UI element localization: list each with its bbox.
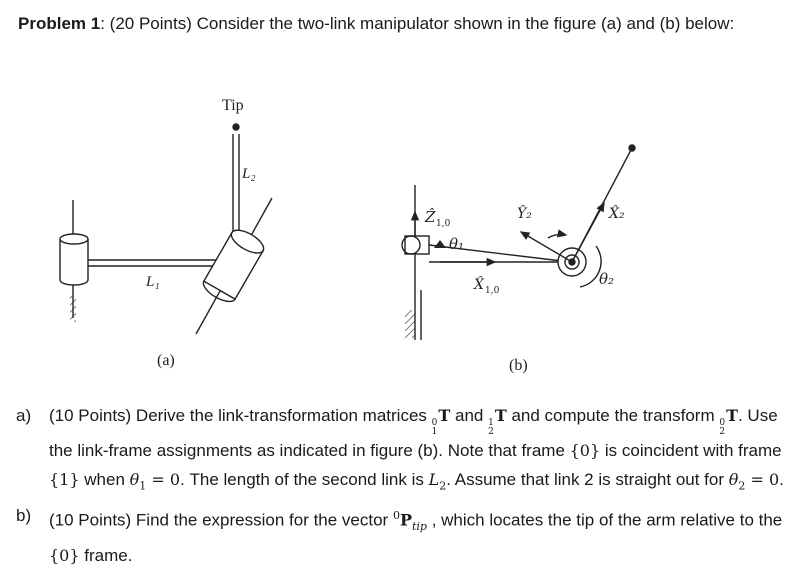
sub-questions: a) (10 Points) Derive the link-transform… — [16, 402, 796, 572]
part-a-text-6: . The length of the second link is — [180, 469, 429, 489]
matrix-1-2-bottom: 2 — [488, 427, 494, 437]
x2-label: X̂₂ — [608, 204, 625, 222]
theta2-equals-zero: = 0 — [745, 469, 780, 489]
part-b-text-3: frame. — [79, 545, 133, 565]
part-b-text-1: (10 Points) Find the expression for the … — [49, 511, 393, 531]
part-a-text-8: . — [779, 469, 784, 489]
figure-b-caption: (b) — [509, 357, 528, 374]
problem-colon: : — [100, 14, 105, 33]
part-a-text-5: when — [79, 469, 130, 489]
problem-text: (20 Points) Consider the two-link manipu… — [104, 14, 735, 33]
part-a: a) (10 Points) Derive the link-transform… — [16, 402, 796, 500]
part-a-and: and — [450, 406, 489, 425]
figure-a-caption: (a) — [157, 352, 175, 369]
tip-label: Tip — [222, 97, 244, 114]
matrix-0-2-top: 0 — [719, 418, 726, 428]
matrix-0-1-symbol: T — [438, 406, 451, 425]
manipulator-figure: Tip L₂ L₁ (a) — [59, 97, 636, 374]
part-a-text-4: is coincident with frame — [600, 441, 782, 460]
part-a-text-2: and compute the transform — [506, 406, 720, 425]
z10-subscript: 1,0 — [436, 219, 451, 229]
theta1-arrow-icon — [434, 240, 446, 248]
figure-b-drawing — [401, 144, 636, 340]
l1-label: L₁ — [145, 274, 160, 290]
y2-label: Ŷ₂ — [517, 204, 532, 222]
theta1-label: θ₁ — [449, 235, 464, 253]
l2-subscript: 2 — [439, 478, 447, 492]
x10-label: X̂ — [473, 275, 485, 293]
theta1-equals-zero: = 0 — [146, 469, 181, 489]
figure-a-drawing — [59, 123, 273, 335]
part-b-text: (10 Points) Find the expression for the … — [49, 502, 796, 570]
theta2-subscript: 2 — [738, 478, 746, 492]
ptip-subscript: tip — [411, 520, 427, 534]
part-a-marker: a) — [16, 406, 32, 425]
problem-label: Problem 1 — [18, 14, 101, 33]
matrix-1-2-symbol: T — [494, 406, 507, 425]
frame-0-ref-b: {0} — [49, 545, 80, 565]
part-a-text-1: (10 Points) Derive the link-transformati… — [49, 406, 432, 425]
part-b-marker: b) — [16, 506, 32, 526]
theta1-subscript: 1 — [139, 478, 147, 492]
matrix-0-2-symbol: T — [726, 406, 738, 425]
ptip-superscript: 0 — [392, 509, 400, 523]
l2-label: L₂ — [241, 166, 256, 182]
theta2-symbol: θ — [728, 469, 739, 489]
matrix-1-2-top: 1 — [488, 418, 494, 428]
ptip-symbol: P — [399, 511, 412, 531]
x10-subscript: 1,0 — [485, 286, 500, 296]
frame-0-ref: {0} — [569, 441, 601, 460]
problem-statement: Problem 1: (20 Points) Consider the two-… — [18, 10, 788, 37]
matrix-0-2-bottom: 2 — [719, 427, 726, 437]
part-b-text-2: , which locates the tip of the arm relat… — [426, 511, 783, 531]
matrix-0-1-bottom: 1 — [431, 427, 438, 437]
part-b: b) (10 Points) Find the expression for t… — [16, 502, 796, 570]
part-a-text: (10 Points) Derive the link-transformati… — [49, 402, 796, 500]
part-a-text-7: . Assume that link 2 is straight out for — [446, 469, 729, 489]
theta2-label: θ₂ — [599, 270, 614, 288]
z10-label: Ẑ — [424, 208, 436, 226]
theta1-symbol: θ — [129, 469, 140, 489]
frame-1-ref: {1} — [49, 469, 80, 489]
part-a-text-3: . Use the link-frame assignments as indi… — [49, 406, 778, 460]
matrix-0-1-top: 0 — [431, 418, 438, 428]
l2-symbol: L — [428, 469, 440, 489]
